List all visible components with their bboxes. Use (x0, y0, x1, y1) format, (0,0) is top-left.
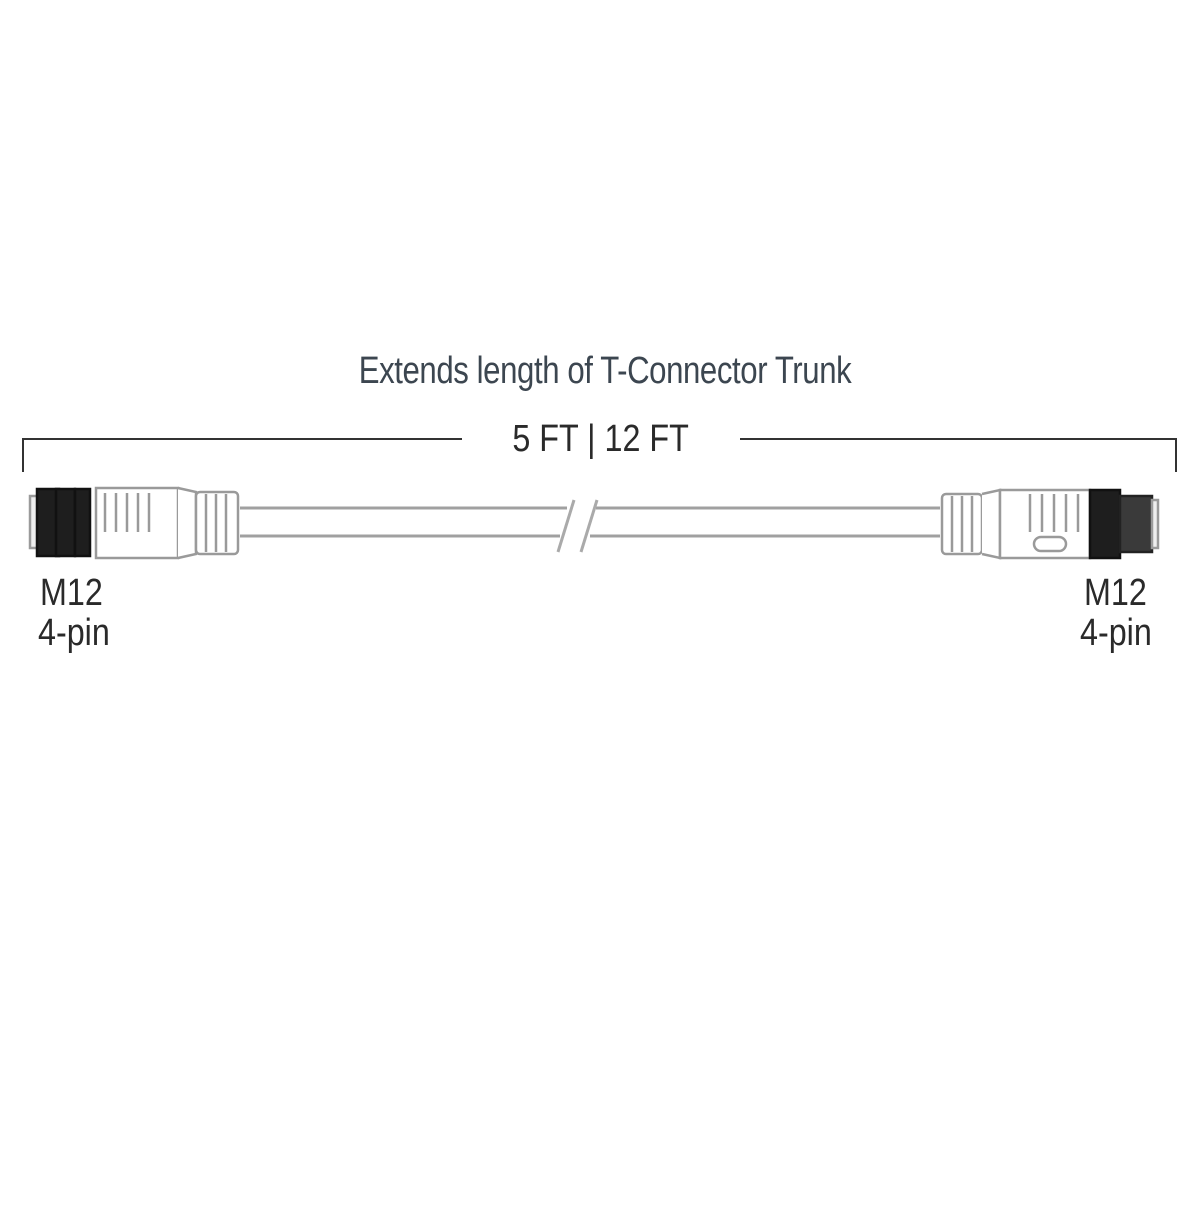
dimension-bracket-left-tick (22, 438, 24, 472)
right-connector-male (940, 488, 1160, 560)
left-connector-label-pins: 4-pin (38, 612, 110, 654)
length-dimension-label: 5 FT | 12 FT (512, 418, 689, 460)
cable-diagram (28, 486, 1160, 560)
diagram-title: Extends length of T-Connector Trunk (358, 350, 852, 392)
dimension-bracket-left-line (22, 438, 462, 440)
right-connector-label-type: M12 (1084, 572, 1147, 614)
left-connector-label-type: M12 (40, 572, 103, 614)
dimension-bracket-right-line (740, 438, 1177, 440)
right-connector-label-pins: 4-pin (1080, 612, 1152, 654)
cable-break-icon (556, 499, 599, 553)
cable (240, 506, 940, 538)
dimension-bracket-right-tick (1175, 438, 1177, 472)
left-connector-female (28, 486, 240, 560)
